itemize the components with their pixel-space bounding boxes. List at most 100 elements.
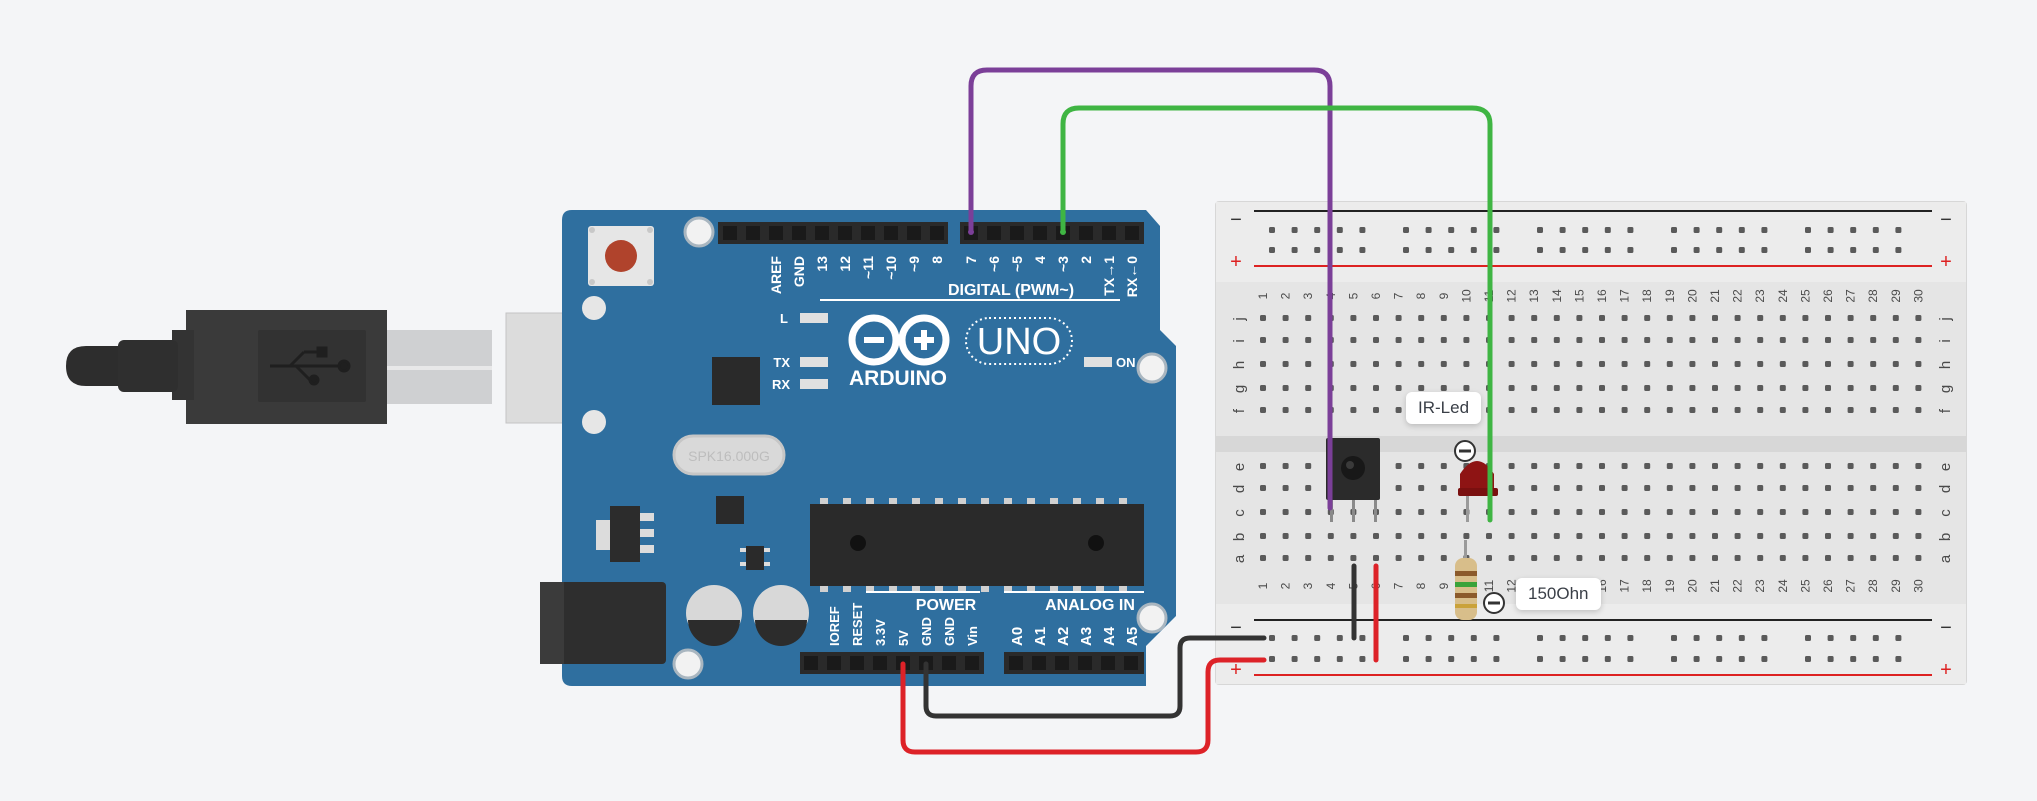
breadboard-hole[interactable] (1870, 533, 1877, 539)
header-socket[interactable] (769, 226, 783, 240)
breadboard-hole[interactable] (1779, 385, 1786, 391)
breadboard-hole[interactable] (1305, 337, 1312, 343)
breadboard-hole[interactable] (1305, 463, 1312, 469)
breadboard-hole[interactable] (1373, 533, 1379, 539)
header-socket[interactable] (884, 226, 898, 240)
breadboard-hole[interactable] (1716, 635, 1723, 641)
wire-purple-pin7[interactable] (968, 67, 1333, 511)
breadboard-hole[interactable] (1305, 533, 1312, 539)
breadboard-hole[interactable] (1359, 227, 1366, 233)
breadboard-hole[interactable] (1644, 385, 1651, 391)
breadboard-hole[interactable] (1403, 227, 1409, 233)
breadboard-hole[interactable] (1395, 315, 1402, 321)
breadboard-hole[interactable] (1870, 315, 1877, 321)
breadboard-hole[interactable] (1825, 533, 1831, 539)
breadboard-hole[interactable] (1779, 509, 1786, 515)
breadboard-hole[interactable] (1493, 656, 1500, 662)
breadboard-hole[interactable] (1734, 555, 1741, 561)
breadboard-hole[interactable] (1915, 315, 1922, 321)
breadboard-hole[interactable] (1627, 635, 1634, 641)
breadboard-hole[interactable] (1260, 361, 1266, 367)
breadboard-hole[interactable] (1915, 555, 1922, 561)
breadboard-hole[interactable] (1576, 485, 1583, 491)
breadboard-hole[interactable] (1314, 227, 1321, 233)
breadboard-hole[interactable] (1693, 635, 1700, 641)
breadboard-hole[interactable] (1693, 247, 1700, 253)
breadboard-hole[interactable] (1802, 315, 1809, 321)
breadboard-hole[interactable] (1470, 635, 1477, 641)
breadboard-hole[interactable] (1644, 337, 1651, 343)
breadboard-hole[interactable] (1779, 407, 1786, 413)
breadboard-hole[interactable] (1693, 656, 1700, 662)
breadboard-hole[interactable] (1915, 485, 1922, 491)
breadboard-hole[interactable] (1738, 635, 1745, 641)
breadboard-hole[interactable] (1779, 463, 1786, 469)
breadboard-hole[interactable] (1336, 656, 1343, 662)
breadboard-hole[interactable] (1621, 315, 1628, 321)
breadboard-hole[interactable] (1260, 385, 1266, 391)
breadboard-hole[interactable] (1847, 315, 1854, 321)
breadboard-hole[interactable] (1870, 407, 1877, 413)
breadboard-hole[interactable] (1779, 361, 1786, 367)
breadboard-hole[interactable] (1802, 361, 1809, 367)
breadboard-hole[interactable] (1282, 337, 1289, 343)
breadboard-hole[interactable] (1689, 485, 1696, 491)
header-socket[interactable] (838, 226, 852, 240)
breadboard-hole[interactable] (1327, 555, 1334, 561)
breadboard-hole[interactable] (1850, 247, 1857, 253)
breadboard-hole[interactable] (1350, 337, 1357, 343)
breadboard-hole[interactable] (1738, 247, 1745, 253)
breadboard-hole[interactable] (1440, 315, 1447, 321)
breadboard-hole[interactable] (1712, 463, 1718, 469)
breadboard-hole[interactable] (1895, 247, 1902, 253)
breadboard-hole[interactable] (1666, 315, 1673, 321)
usb-cable[interactable] (66, 310, 492, 424)
breadboard-hole[interactable] (1553, 385, 1560, 391)
breadboard-hole[interactable] (1621, 463, 1628, 469)
breadboard-hole[interactable] (1757, 485, 1764, 491)
breadboard-hole[interactable] (1395, 337, 1402, 343)
breadboard-hole[interactable] (1621, 337, 1628, 343)
breadboard-hole[interactable] (1738, 227, 1745, 233)
breadboard-hole[interactable] (1825, 361, 1831, 367)
breadboard-hole[interactable] (1531, 555, 1538, 561)
breadboard-hole[interactable] (1689, 315, 1696, 321)
breadboard-hole[interactable] (1734, 361, 1741, 367)
breadboard-hole[interactable] (1915, 533, 1922, 539)
header-socket[interactable] (1078, 656, 1092, 670)
header-socket[interactable] (1079, 226, 1093, 240)
breadboard-hole[interactable] (1892, 407, 1899, 413)
breadboard-hole[interactable] (1418, 485, 1425, 491)
breadboard-hole[interactable] (1418, 385, 1425, 391)
breadboard-hole[interactable] (1847, 555, 1854, 561)
breadboard-hole[interactable] (1825, 385, 1831, 391)
breadboard-hole[interactable] (1395, 555, 1402, 561)
breadboard-hole[interactable] (1350, 407, 1357, 413)
breadboard-hole[interactable] (1508, 385, 1515, 391)
breadboard-hole[interactable] (1915, 361, 1922, 367)
breadboard-hole[interactable] (1599, 485, 1605, 491)
breadboard-hole[interactable] (1802, 555, 1809, 561)
breadboard-hole[interactable] (1779, 485, 1786, 491)
breadboard-hole[interactable] (1508, 509, 1515, 515)
breadboard-hole[interactable] (1689, 509, 1696, 515)
breadboard-hole[interactable] (1825, 509, 1831, 515)
breadboard-hole[interactable] (1440, 337, 1447, 343)
breadboard-hole[interactable] (1350, 555, 1357, 561)
breadboard-hole[interactable] (1915, 385, 1922, 391)
breadboard-hole[interactable] (1644, 555, 1651, 561)
breadboard-hole[interactable] (1305, 315, 1312, 321)
breadboard-hole[interactable] (1738, 656, 1745, 662)
breadboard-hole[interactable] (1621, 361, 1628, 367)
breadboard-hole[interactable] (1582, 656, 1589, 662)
breadboard-hole[interactable] (1757, 463, 1764, 469)
header-socket[interactable] (1101, 656, 1115, 670)
breadboard-hole[interactable] (1734, 385, 1741, 391)
breadboard-hole[interactable] (1825, 555, 1831, 561)
breadboard-hole[interactable] (1915, 337, 1922, 343)
breadboard-hole[interactable] (1599, 337, 1605, 343)
breadboard-hole[interactable] (1553, 463, 1560, 469)
breadboard-hole[interactable] (1486, 555, 1492, 561)
breadboard-hole[interactable] (1870, 463, 1877, 469)
breadboard-hole[interactable] (1627, 247, 1634, 253)
